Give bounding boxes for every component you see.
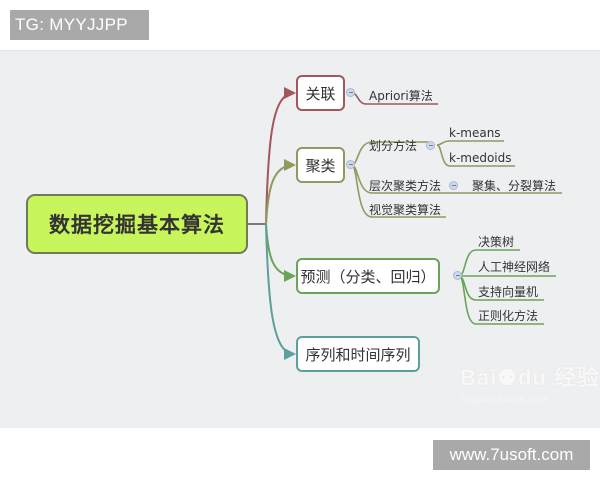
collapse-toggle-icon[interactable] xyxy=(449,181,458,190)
watermark-brand: Bai⚉du 经验 xyxy=(460,365,600,390)
leaf-agglomerative-divisive[interactable]: 聚集、分裂算法 xyxy=(472,179,557,193)
leaf-neural-network[interactable]: 人工神经网络 xyxy=(478,260,551,274)
leaf-regularization[interactable]: 正则化方法 xyxy=(478,309,539,323)
leaf-kmedoids[interactable]: k-medoids xyxy=(449,151,512,165)
watermark-url: jingyan.baidu.com xyxy=(460,394,550,405)
collapse-toggle-icon[interactable] xyxy=(426,141,435,150)
subnode-hierarchical[interactable]: 层次聚类方法 xyxy=(369,179,442,193)
branch-node-prediction[interactable]: 预测（分类、回归） xyxy=(296,258,440,294)
top-watermark-tag: TG: MYYJJPP xyxy=(10,10,149,40)
leaf-apriori[interactable]: Apriori算法 xyxy=(369,89,433,103)
leaf-svm[interactable]: 支持向量机 xyxy=(478,285,539,299)
subnode-visual-clustering[interactable]: 视觉聚类算法 xyxy=(369,203,442,217)
collapse-toggle-icon[interactable] xyxy=(453,271,462,280)
branch-node-sequence[interactable]: 序列和时间序列 xyxy=(296,336,420,372)
baidu-watermark: Bai⚉du 经验 jingyan.baidu.com xyxy=(460,360,600,405)
branch-node-clustering[interactable]: 聚类 xyxy=(296,147,345,183)
bottom-watermark-tag: www.7usoft.com xyxy=(433,440,590,470)
leaf-decision-tree[interactable]: 决策树 xyxy=(478,235,515,249)
root-node[interactable]: 数据挖掘基本算法 xyxy=(26,194,248,254)
leaf-kmeans[interactable]: k-means xyxy=(449,126,501,140)
branch-node-association[interactable]: 关联 xyxy=(296,75,345,111)
subnode-partitioning[interactable]: 划分方法 xyxy=(369,139,418,153)
collapse-toggle-icon[interactable] xyxy=(346,88,355,97)
collapse-toggle-icon[interactable] xyxy=(346,160,355,169)
